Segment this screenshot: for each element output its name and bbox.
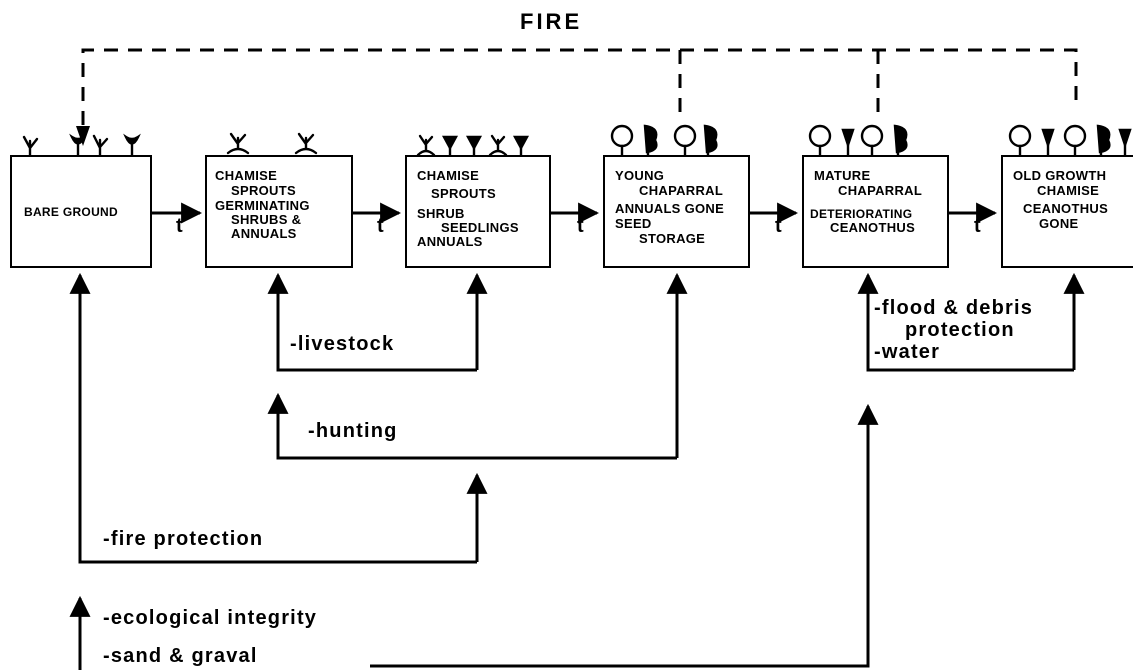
seedling-icon [416, 134, 530, 157]
stage-box-young-chaparral: YOUNG CHAPARRAL ANNUALS GONE SEED STORAG… [603, 155, 750, 268]
stage-line: SEED [615, 216, 652, 231]
time-label: t [974, 215, 981, 237]
stage-line: ANNUALS [417, 234, 483, 249]
driver-flood-debris-protection: protection [905, 319, 1015, 341]
fire-protection-bracket [69, 272, 488, 564]
driver-fire-protection: -fire protection [103, 528, 264, 550]
stage-box-mature-chaparral: MATURE CHAPARRAL DETERIORATING CEANOTHUS [802, 155, 949, 268]
flood-water-bracket [857, 272, 1085, 372]
driver-ecological-integrity: -ecological integrity [103, 607, 318, 629]
stage-line: OLD GROWTH [1013, 168, 1107, 183]
stage-line: CEANOTHUS [830, 220, 916, 235]
stage-line: STORAGE [639, 231, 706, 246]
time-label: t [176, 215, 183, 237]
driver-water: -water [874, 341, 941, 363]
stage-line: GONE [1039, 216, 1079, 231]
driver-flood-debris: -flood & debris [874, 297, 1034, 319]
fire-title: FIRE [520, 9, 583, 34]
stage-line: SHRUBS & [231, 212, 302, 227]
stage-line: BARE GROUND [24, 205, 118, 219]
time-label: t [577, 215, 584, 237]
stage-line: CEANOTHUS [1023, 201, 1109, 216]
driver-sand-gravel: -sand & graval [103, 645, 258, 667]
mature-shrub-icon [808, 124, 908, 158]
stage-line: CHAPARRAL [838, 183, 923, 198]
stage-line: GERMINATING [215, 198, 310, 213]
time-label: t [377, 215, 384, 237]
stage-line: CHAMISE [215, 168, 278, 183]
time-label: t [775, 215, 782, 237]
stage-box-chamise-sprouts: CHAMISE SPROUTS GERMINATING SHRUBS & ANN… [205, 155, 353, 268]
stage-line: CHAMISE [417, 168, 480, 183]
sprout-icon [22, 133, 141, 157]
stage-line: SPROUTS [431, 186, 496, 201]
stage-line: SEEDLINGS [441, 220, 519, 235]
chamise-sprout-icon [226, 132, 318, 155]
stage-line: CHAMISE [1037, 183, 1100, 198]
livestock-bracket [267, 272, 488, 372]
old-growth-icon [1008, 124, 1132, 158]
stage-line: ANNUALS [231, 226, 297, 241]
stage-line: CHAPARRAL [639, 183, 724, 198]
driver-livestock: -livestock [290, 333, 395, 355]
stage-line: DETERIORATING [810, 207, 913, 221]
fire-loop-main [81, 48, 1078, 140]
stage-line: MATURE [814, 168, 871, 183]
stage-box-bare-ground: BARE GROUND [10, 155, 152, 268]
stage-box-old-growth: OLD GROWTH CHAMISE CEANOTHUS GONE [1001, 155, 1133, 268]
fire-loop-arrowhead [76, 126, 90, 146]
stage-line: YOUNG [615, 168, 665, 183]
stage-line: SHRUB [417, 206, 465, 221]
plant-icons [22, 124, 1132, 158]
driver-hunting: -hunting [308, 420, 398, 442]
stage-line: SPROUTS [231, 183, 296, 198]
ecological-bracket [69, 403, 879, 670]
stage-box-shrub-seedlings: CHAMISE SPROUTS SHRUB SEEDLINGS ANNUALS [405, 155, 551, 268]
shrub-icon [610, 124, 718, 158]
stage-line: ANNUALS GONE [615, 201, 725, 216]
hunting-bracket [267, 272, 688, 460]
fire-loop [81, 48, 1078, 140]
